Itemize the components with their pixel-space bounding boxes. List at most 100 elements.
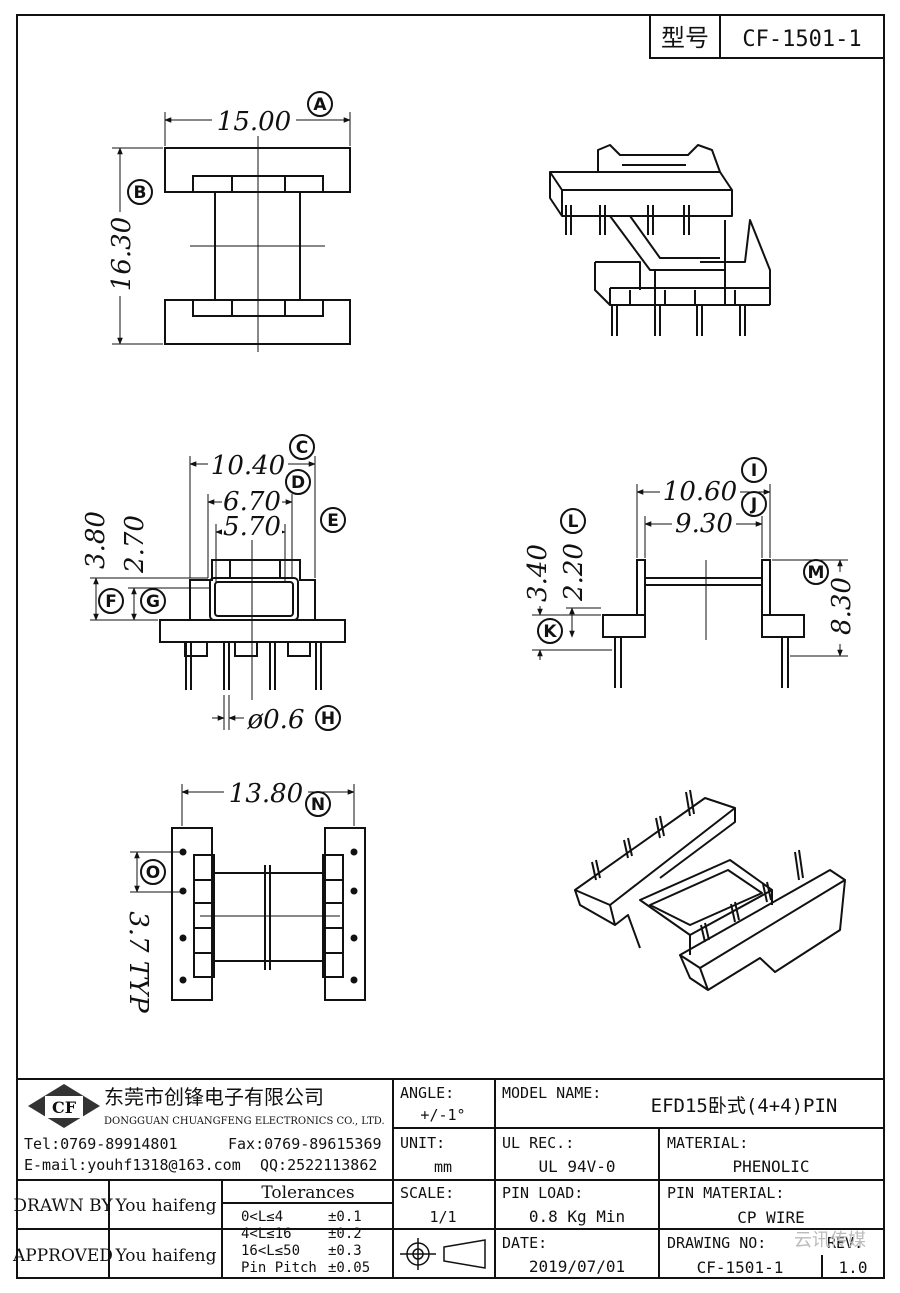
dim-b-value: 16.30 xyxy=(107,217,137,291)
dim-k-value: 3.40 xyxy=(523,544,553,602)
bottom-view xyxy=(130,784,366,1001)
dim-j-value: 9.30 xyxy=(675,509,733,539)
bubble-g-label: G xyxy=(146,592,160,612)
tolerances-title: Tolerances xyxy=(261,1183,354,1203)
bubble-j xyxy=(741,491,767,517)
watermark: 云讯传媒 xyxy=(794,1230,866,1251)
bubble-i-label: I xyxy=(751,461,757,481)
tolerance-value: ±0.05 xyxy=(328,1260,370,1276)
bubble-n xyxy=(305,791,331,817)
material-value: PHENOLIC xyxy=(732,1157,809,1176)
bubble-k-label: K xyxy=(543,622,557,642)
tolerance-value: ±0.2 xyxy=(328,1226,362,1242)
model-name-label: MODEL NAME: xyxy=(502,1084,601,1102)
bubble-e-label: E xyxy=(327,511,339,531)
unit-value: mm xyxy=(434,1158,452,1176)
rev-label: REV. xyxy=(827,1234,863,1252)
bubble-f xyxy=(98,588,124,614)
bubble-a-label: A xyxy=(313,95,327,115)
bubble-b xyxy=(127,179,153,205)
dim-f-value: 3.80 xyxy=(81,511,111,569)
model-number: CF-1501-1 xyxy=(742,27,861,52)
bubble-d-label: D xyxy=(291,473,305,493)
dim-a-value: 15.00 xyxy=(217,107,291,137)
tel: Tel:0769-89914801 xyxy=(24,1135,178,1153)
title-block xyxy=(17,1078,884,1278)
dim-g-value: 2.70 xyxy=(120,515,150,574)
drawing-no-value: CF-1501-1 xyxy=(697,1258,784,1277)
pin-load-value: 0.8 Kg Min xyxy=(529,1207,625,1226)
side-view xyxy=(532,484,848,688)
unit-label: UNIT: xyxy=(400,1134,445,1152)
dim-i-value: 10.60 xyxy=(663,477,737,507)
drawn-by-value: You haifeng xyxy=(114,1196,216,1216)
bubble-d xyxy=(285,469,311,495)
isometric-view-upper xyxy=(549,144,771,336)
isometric-view-lower xyxy=(574,789,846,991)
drawing-no-label: DRAWING NO: xyxy=(667,1234,766,1252)
angle-label: ANGLE: xyxy=(400,1084,454,1102)
bubble-l-label: L xyxy=(568,512,579,532)
dim-m-value: 8.30 xyxy=(827,577,857,635)
bubble-o xyxy=(140,859,166,885)
angle-value: +/-1° xyxy=(420,1106,465,1124)
tolerances-table: 0<L≤4 ±0.1 4<L≤16 ±0.2 16<L≤50 ±0.3 Pin … xyxy=(241,1209,370,1276)
ul-rec-value: UL 94V-0 xyxy=(538,1157,615,1176)
model-header: 型号 CF-1501-1 xyxy=(649,14,885,59)
logo-text: CF xyxy=(52,1098,77,1117)
bubble-n-label: N xyxy=(311,795,325,815)
dim-c-value: 10.40 xyxy=(211,451,285,481)
front-view xyxy=(90,456,346,730)
ul-rec-label: UL REC.: xyxy=(502,1134,574,1152)
top-view xyxy=(112,112,351,352)
date-value: 2019/07/01 xyxy=(529,1257,625,1276)
bubble-g xyxy=(140,588,166,614)
dim-o-value: 3.7 TYP xyxy=(123,911,153,1013)
company-name-en: DONGGUAN CHUANGFENG ELECTRONICS CO., LTD… xyxy=(104,1116,385,1127)
bubble-l xyxy=(560,508,586,534)
dim-d-value: 6.70 xyxy=(223,487,281,517)
company-logo: CF xyxy=(28,1084,100,1128)
bubble-c-label: C xyxy=(296,438,308,458)
rev-value: 1.0 xyxy=(839,1258,868,1277)
bubble-a xyxy=(307,91,333,117)
email: E-mail:youhf1318@163.com xyxy=(24,1156,241,1174)
bubble-m xyxy=(803,559,829,585)
bubble-o-label: O xyxy=(146,863,160,883)
dim-n-value: 13.80 xyxy=(229,779,303,809)
bubble-i xyxy=(741,457,767,483)
drawn-by-label: DRAWN BY xyxy=(13,1196,113,1216)
pin-material-value: CP WIRE xyxy=(737,1208,804,1227)
date-label: DATE: xyxy=(502,1234,547,1252)
tolerance-range: 4<L≤16 xyxy=(241,1226,292,1242)
scale-value: 1/1 xyxy=(429,1208,456,1226)
third-angle-projection-icon xyxy=(400,1238,486,1270)
material-label: MATERIAL: xyxy=(667,1134,748,1152)
bubble-f-label: F xyxy=(105,592,117,612)
bubble-b-label: B xyxy=(134,183,147,203)
qq: QQ:2522113862 xyxy=(260,1156,377,1174)
dim-l-value: 2.20 xyxy=(559,543,589,602)
dim-e-value: 5.70 xyxy=(223,512,281,542)
tolerance-range: Pin Pitch xyxy=(241,1260,317,1276)
bubble-h-label: H xyxy=(321,709,335,729)
fax: Fax:0769-89615369 xyxy=(228,1135,382,1153)
bubble-j-label: J xyxy=(750,495,757,515)
sheet-border xyxy=(16,14,885,1279)
scale-label: SCALE: xyxy=(400,1184,454,1202)
pin-load-label: PIN LOAD: xyxy=(502,1184,583,1202)
tolerance-value: ±0.3 xyxy=(328,1243,362,1259)
bubble-e xyxy=(320,507,346,533)
bottom-view-pin-holes xyxy=(179,848,358,984)
model-name-value: EFD15卧式(4+4)PIN xyxy=(651,1095,838,1117)
model-label: 型号 xyxy=(661,24,709,52)
dim-h-value: ø0.6 xyxy=(246,705,304,735)
tolerance-range: 0<L≤4 xyxy=(241,1209,283,1225)
pin-material-label: PIN MATERIAL: xyxy=(667,1184,784,1202)
bubble-m-label: M xyxy=(808,563,825,583)
bubble-c xyxy=(289,434,315,460)
approved-label: APPROVED xyxy=(12,1246,113,1266)
tolerance-value: ±0.1 xyxy=(328,1209,362,1225)
tolerance-range: 16<L≤50 xyxy=(241,1243,300,1259)
